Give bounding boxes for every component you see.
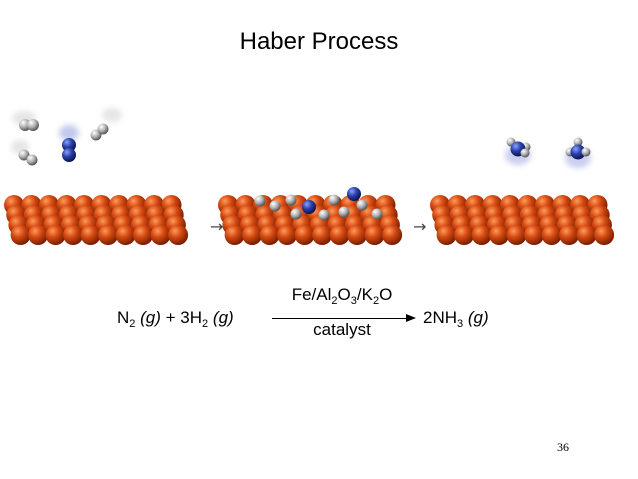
iron-catalyst-surface (430, 195, 615, 245)
hydrogen-molecule (11, 140, 38, 166)
iron-atom (63, 225, 84, 245)
nitrogen-molecule (59, 125, 79, 162)
catalyst-label: catalyst (313, 320, 371, 339)
iron-atom (312, 225, 333, 245)
ammonia-molecule (565, 137, 591, 168)
iron-atom (28, 225, 49, 245)
iron-atom (506, 225, 527, 245)
iron-atom (294, 225, 315, 245)
iron-atom (259, 225, 280, 245)
iron-atom (436, 225, 457, 245)
hydrogen-molecule (90, 108, 122, 141)
reaction-arrow-head (406, 314, 416, 322)
iron-atom (45, 225, 66, 245)
iron-atom (277, 225, 298, 245)
hydrogen-molecule (12, 111, 39, 131)
iron-atom (524, 225, 545, 245)
iron-atom (559, 225, 580, 245)
iron-catalyst-surface (4, 195, 189, 245)
iron-atom (576, 225, 597, 245)
iron-atom (382, 225, 403, 245)
products: 2NH3 (g) (423, 308, 489, 330)
iron-atom (224, 225, 245, 245)
iron-atom (364, 225, 385, 245)
reactants: N2 (g) + 3H2 (g) (117, 308, 234, 330)
iron-atom (594, 225, 615, 245)
iron-atom (347, 225, 368, 245)
iron-atom (454, 225, 475, 245)
iron-atom (98, 225, 119, 245)
iron-atom (10, 225, 31, 245)
iron-atom (150, 225, 171, 245)
haber-equation: N2 (g) + 3H2 (g) Fe/Al2O3/K2O catalyst 2… (0, 280, 638, 350)
iron-atom (242, 225, 263, 245)
iron-atom (133, 225, 154, 245)
page-number: 36 (557, 440, 569, 454)
step-arrow: → (210, 217, 223, 236)
slide-title: Haber Process (239, 28, 399, 55)
iron-atom (168, 225, 189, 245)
iron-atom (541, 225, 562, 245)
iron-atom (489, 225, 510, 245)
adsorbed-atoms (254, 187, 383, 221)
ammonia-molecule (505, 137, 531, 165)
iron-atom (80, 225, 101, 245)
iron-atom (115, 225, 136, 245)
iron-atom (471, 225, 492, 245)
iron-atom (329, 225, 350, 245)
catalyst-surface-illustration: → → (4, 108, 615, 245)
step-arrow: → (413, 217, 426, 236)
catalyst-formula: Fe/Al2O3/K2O (291, 285, 393, 307)
reaction-arrow (272, 318, 408, 319)
